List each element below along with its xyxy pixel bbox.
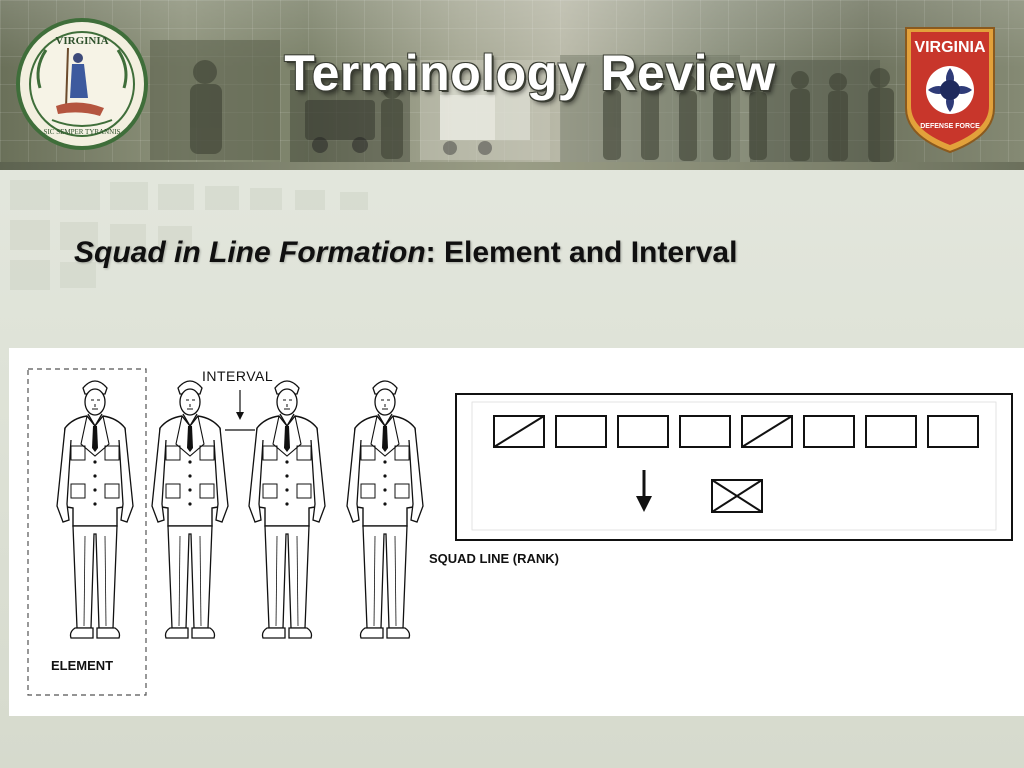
rank-box-3: [617, 415, 669, 448]
facing-arrow-head: [636, 496, 652, 512]
banner-photo-collage: [150, 40, 894, 165]
banner-bottom-strip: [0, 162, 1024, 170]
interval-label: INTERVAL: [202, 368, 274, 384]
soldier-figure-1: [56, 380, 134, 639]
soldier-figure-2: [151, 380, 229, 639]
decorative-square-pattern: [10, 180, 368, 290]
formation-diagram: [27, 368, 1013, 696]
svg-text:VIRGINIA: VIRGINIA: [55, 35, 108, 47]
rank-box-1-slash: [493, 415, 545, 448]
rank-box-8: [927, 415, 979, 448]
subtitle-italic-part: Squad in Line Formation: [74, 236, 426, 269]
virginia-seal-icon: VIRGINIA SIC SEMPER TYRANNIS: [16, 18, 148, 150]
defense-force-badge-icon: VIRGINIA DEFENSE FORCE: [905, 27, 995, 154]
rank-box-2: [555, 415, 607, 448]
slide-subtitle: Squad in Line Formation: Element and Int…: [74, 236, 737, 270]
subtitle-rest-part: : Element and Interval: [425, 236, 738, 269]
squad-line-label: SQUAD LINE (RANK): [429, 551, 559, 566]
interval-arrowhead: [236, 412, 244, 420]
rank-box-6: [803, 415, 855, 448]
soldier-figure-4: [346, 380, 424, 639]
rank-box-7: [865, 415, 917, 448]
squad-symbol-cross-2: [711, 479, 763, 513]
badge-text-top: VIRGINIA: [914, 39, 986, 56]
squad-line-inner-frame: [471, 401, 997, 531]
element-dashed-box: [27, 368, 147, 696]
svg-text:SIC SEMPER TYRANNIS: SIC SEMPER TYRANNIS: [44, 128, 121, 136]
rank-box-4: [679, 415, 731, 448]
badge-text-bottom: DEFENSE FORCE: [920, 123, 980, 130]
squad-line-frame: [455, 393, 1013, 541]
rank-box-5-slash: [741, 415, 793, 448]
element-label: ELEMENT: [51, 658, 114, 673]
header-banner: [0, 0, 1024, 170]
soldier-figure-3: [248, 380, 326, 639]
page-title: Terminology Review: [284, 45, 776, 101]
formation-diagram-panel: INTERVAL ELEMENT SQUAD LINE (RANK): [9, 348, 1024, 716]
